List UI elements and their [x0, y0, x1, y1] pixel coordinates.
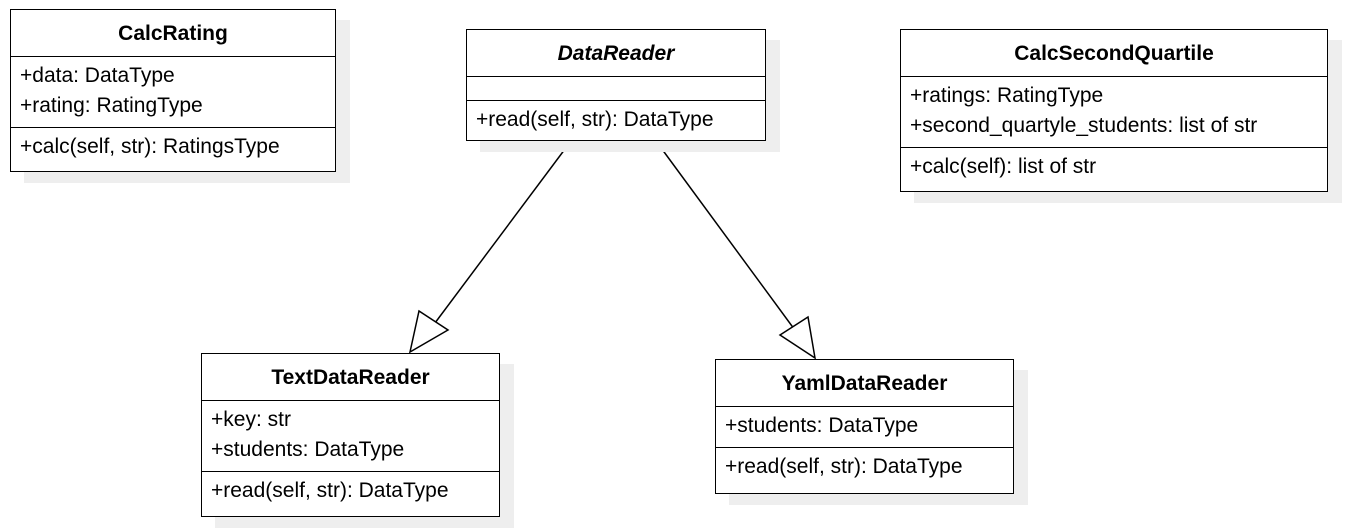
generalization-text-data-reader	[408, 140, 572, 354]
attributes-section: +key: str +students: DataType	[202, 401, 499, 472]
attribute: +data: DataType	[20, 64, 175, 87]
method: +read(self, str): DataType	[476, 108, 714, 131]
methods-section: +calc(self): list of str	[901, 148, 1327, 188]
class-calc-second-quartile[interactable]: CalcSecondQuartile +ratings: RatingType …	[900, 29, 1328, 192]
method: +calc(self, str): RatingsType	[20, 135, 280, 158]
attribute: +students: DataType	[211, 438, 405, 461]
method: +read(self, str): DataType	[211, 479, 449, 502]
attribute: +second_quartyle_students: list of str	[910, 114, 1258, 137]
hollow-triangle-arrowhead	[778, 315, 817, 360]
attributes-section	[467, 77, 765, 101]
class-name: TextDataReader	[202, 354, 499, 401]
class-name: DataReader	[467, 30, 765, 77]
class-yaml-data-reader[interactable]: YamlDataReader +students: DataType +read…	[715, 359, 1014, 494]
attribute: +rating: RatingType	[20, 94, 203, 117]
method: +read(self, str): DataType	[725, 455, 963, 478]
class-calc-rating[interactable]: CalcRating +data: DataType +rating: Rati…	[10, 9, 336, 172]
methods-section: +calc(self, str): RatingsType	[11, 128, 335, 168]
generalization-line	[655, 140, 801, 338]
hollow-triangle-arrowhead	[408, 309, 450, 354]
attribute: +students: DataType	[725, 414, 919, 437]
class-name: YamlDataReader	[716, 360, 1013, 407]
attributes-section: +data: DataType +rating: RatingType	[11, 57, 335, 128]
attributes-section: +students: DataType	[716, 407, 1013, 448]
class-name: CalcSecondQuartile	[901, 30, 1327, 77]
methods-section: +read(self, str): DataType	[467, 101, 765, 141]
generalization-yaml-data-reader	[655, 140, 817, 360]
class-data-reader[interactable]: DataReader +read(self, str): DataType	[466, 29, 766, 141]
methods-section: +read(self, str): DataType	[716, 448, 1013, 488]
methods-section: +read(self, str): DataType	[202, 472, 499, 512]
method: +calc(self): list of str	[910, 155, 1097, 178]
attributes-section: +ratings: RatingType +second_quartyle_st…	[901, 77, 1327, 148]
class-text-data-reader[interactable]: TextDataReader +key: str +students: Data…	[201, 353, 500, 517]
attribute: +key: str	[211, 408, 291, 431]
class-name: CalcRating	[11, 10, 335, 57]
attribute: +ratings: RatingType	[910, 84, 1104, 107]
generalization-line	[425, 140, 572, 336]
